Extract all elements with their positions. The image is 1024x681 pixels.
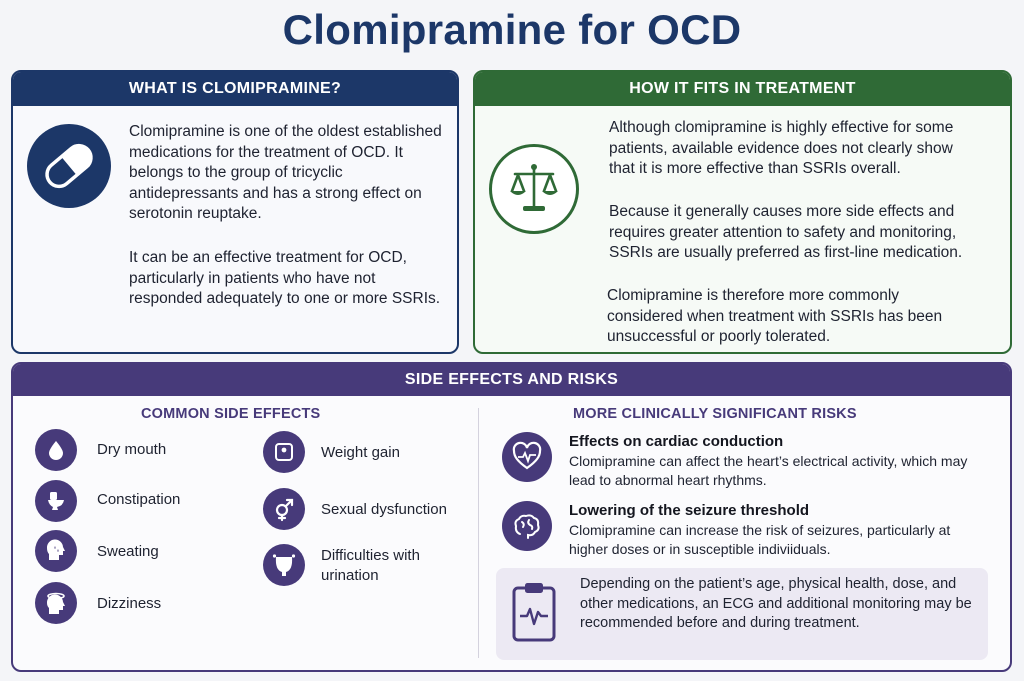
risk-cardiac-title: Effects on cardiac conduction (569, 433, 784, 450)
clipboard-ecg-icon (510, 580, 558, 644)
capsule-icon (27, 124, 111, 208)
dizzy-head-icon (35, 582, 77, 624)
fits-paragraph-2: Because it generally causes more side ef… (609, 203, 963, 261)
risk-seizure-title: Lowering of the seizure threshold (569, 502, 810, 519)
toilet-icon (35, 480, 77, 522)
common-side-effects-heading: COMMON SIDE EFFECTS (141, 406, 321, 422)
fits-paragraph-1: Although clomipramine is highly effectiv… (609, 119, 954, 177)
side-effect-dry-mouth: Dry mouth (97, 441, 167, 458)
side-effect-weight-gain: Weight gain (321, 444, 400, 461)
monitoring-note-text: Depending on the patient’s age, physical… (580, 576, 972, 631)
what-paragraph-2: It can be an effective treatment for OCD… (129, 249, 441, 307)
how-it-fits-panel: HOW IT FITS IN TREATMENT Although clomip… (473, 70, 1012, 354)
what-paragraph-1: Clomipramine is one of the oldest establ… (129, 123, 442, 222)
fits-panel-heading: HOW IT FITS IN TREATMENT (475, 72, 1010, 106)
fits-paragraph-3: Clomipramine is therefore more commonly … (607, 287, 943, 345)
what-panel-heading: WHAT IS CLOMIPRAMINE? (13, 72, 457, 106)
scales-of-justice-icon (489, 144, 579, 234)
page-title: Clomipramine for OCD (282, 6, 742, 53)
heart-pulse-icon (502, 432, 552, 482)
column-divider (478, 408, 479, 658)
droplet-icon (35, 429, 77, 471)
side-effect-urination: Difficulties with urination (321, 547, 420, 584)
bladder-icon (263, 544, 305, 586)
side-panel-heading: SIDE EFFECTS AND RISKS (13, 364, 1010, 396)
side-effect-sexual-dysfunction: Sexual dysfunction (321, 501, 447, 518)
side-effect-constipation: Constipation (97, 491, 181, 508)
side-effects-panel: SIDE EFFECTS AND RISKS COMMON SIDE EFFEC… (11, 362, 1012, 672)
sweating-head-icon (35, 530, 77, 572)
risk-seizure-text: Clomipramine can increase the risk of se… (569, 522, 951, 557)
scale-icon (263, 431, 305, 473)
monitoring-note-box: Depending on the patient’s age, physical… (496, 568, 988, 660)
risk-cardiac-text: Clomipramine can affect the heart’s elec… (569, 453, 968, 488)
gender-symbol-icon (263, 488, 305, 530)
side-effect-sweating: Sweating (97, 543, 159, 560)
brain-icon (502, 501, 552, 551)
clinical-risks-heading: MORE CLINICALLY SIGNIFICANT RISKS (573, 406, 857, 422)
side-effect-dizziness: Dizziness (97, 595, 162, 612)
what-is-clomipramine-panel: WHAT IS CLOMIPRAMINE? Clomipramine is on… (11, 70, 459, 354)
